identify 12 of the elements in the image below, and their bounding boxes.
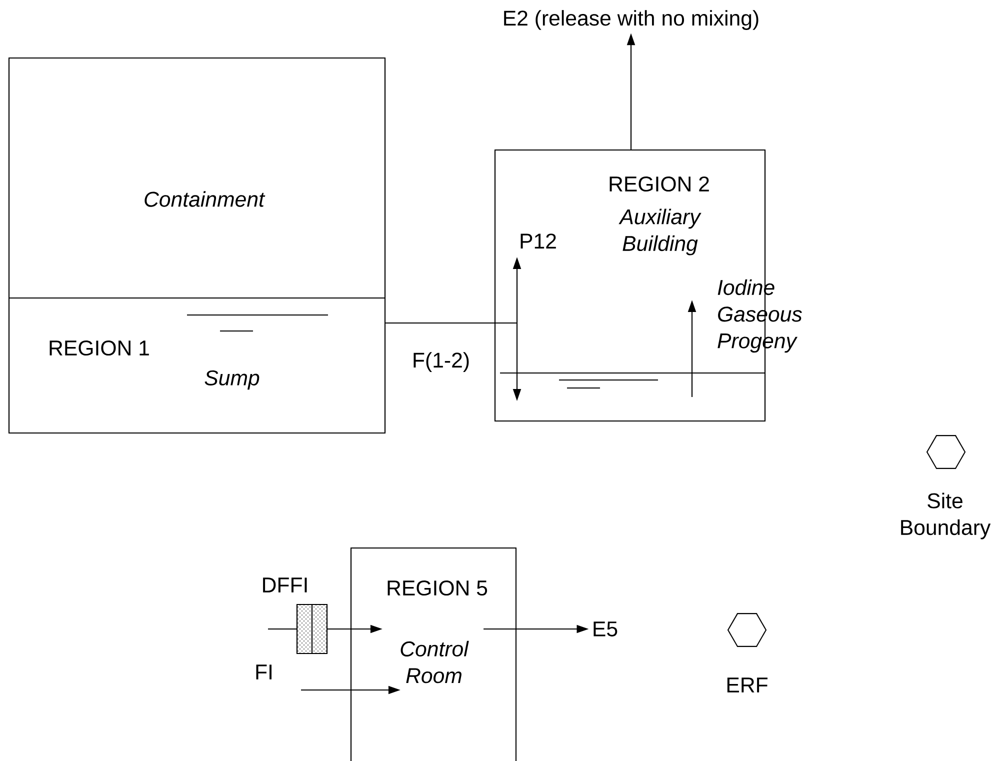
- edge-label: FI: [256, 664, 272, 680]
- node-caption: ERF: [727, 678, 768, 692]
- edge-label: F(1-2): [414, 352, 469, 372]
- release-label: E5: [594, 622, 618, 636]
- release-label: E2 (release with no mixing): [504, 10, 758, 30]
- region-box: REGION 5 Control Room: [350, 547, 517, 761]
- hexagon-marker: [727, 613, 767, 647]
- flow-label: P12: [520, 234, 556, 248]
- node-caption: Site Boundary: [901, 492, 991, 540]
- edge-label: DFFI: [263, 578, 307, 592]
- region-box: Containment REGION 1 Sump: [8, 57, 386, 434]
- hexagon-marker: [926, 435, 966, 469]
